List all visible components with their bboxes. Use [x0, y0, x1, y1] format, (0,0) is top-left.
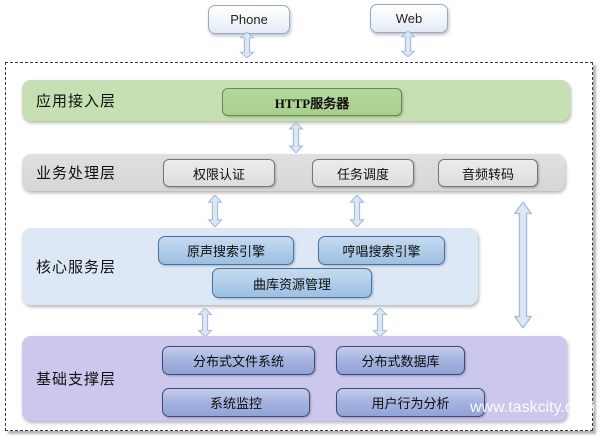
- node-original-sound-search-engine-label: 原声搜索引擎: [186, 244, 265, 259]
- node-distributed-database: 分布式数据库: [336, 346, 465, 375]
- node-original-sound-search-engine: 原声搜索引擎: [158, 236, 294, 265]
- layer-core-services-label: 核心服务层: [36, 260, 117, 276]
- node-distributed-file-system: 分布式文件系统: [162, 346, 315, 375]
- watermark: www.taskcity.com: [470, 399, 596, 416]
- node-user-behavior-analysis: 用户行为分析: [336, 388, 485, 417]
- node-task-scheduling: 任务调度: [312, 159, 414, 187]
- node-system-monitoring: 系统监控: [162, 388, 310, 417]
- node-music-library-management: 曲库资源管理: [212, 268, 372, 298]
- node-audio-transcoding-label: 音频转码: [461, 166, 514, 182]
- client-phone-label: Phone: [230, 12, 268, 27]
- node-user-behavior-analysis-label: 用户行为分析: [371, 396, 450, 411]
- double-arrow-icon: [207, 195, 223, 227]
- client-phone-box: Phone: [208, 5, 290, 34]
- node-distributed-database-label: 分布式数据库: [361, 354, 440, 369]
- node-task-scheduling-label: 任务调度: [336, 166, 389, 182]
- double-arrow-icon: [372, 308, 388, 337]
- node-http-server: HTTP服务器: [222, 88, 402, 116]
- node-system-monitoring-label: 系统监控: [209, 396, 262, 411]
- long-double-arrow-icon: [512, 202, 534, 328]
- node-humming-search-engine-label: 哼唱搜索引擎: [342, 244, 421, 259]
- layer-basic-support-label: 基础支撑层: [36, 372, 117, 388]
- node-music-library-management-label: 曲库资源管理: [252, 276, 331, 292]
- double-arrow-icon: [197, 308, 213, 337]
- node-humming-search-engine: 哼唱搜索引擎: [318, 236, 445, 265]
- layer-business-processing-label: 业务处理层: [36, 166, 117, 182]
- double-arrow-icon: [239, 32, 255, 58]
- layer-application-access-label: 应用接入层: [36, 94, 117, 110]
- client-web-box: Web: [370, 4, 448, 33]
- node-auth-label: 权限认证: [192, 166, 245, 182]
- double-arrow-icon: [349, 195, 365, 227]
- node-distributed-file-system-label: 分布式文件系统: [192, 354, 284, 369]
- node-audio-transcoding: 音频转码: [438, 159, 538, 187]
- client-web-label: Web: [395, 11, 423, 26]
- double-arrow-icon: [400, 31, 416, 57]
- double-arrow-icon: [288, 122, 304, 153]
- node-auth: 权限认证: [163, 159, 275, 187]
- node-http-server-label: HTTP服务器: [274, 95, 350, 111]
